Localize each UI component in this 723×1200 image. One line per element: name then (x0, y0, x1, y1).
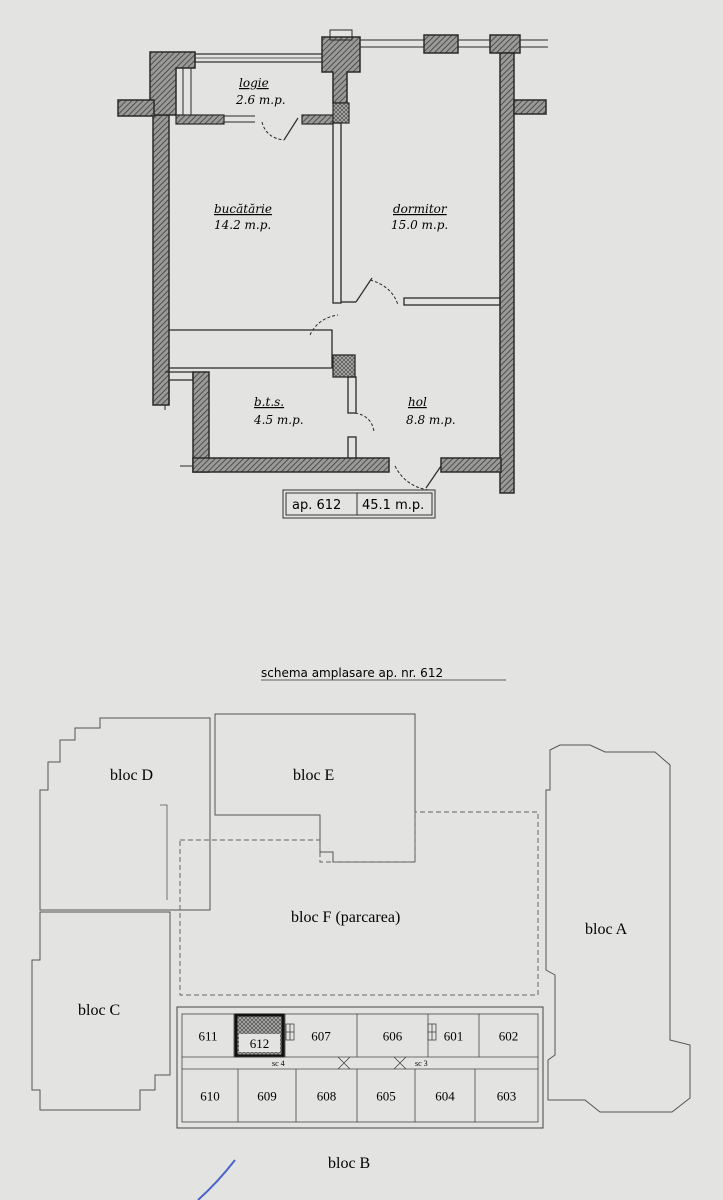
window-top-right-2 (489, 34, 521, 54)
unit-label-604: 604 (435, 1089, 455, 1104)
unit-label-609: 609 (257, 1089, 277, 1104)
wall-logie-bottom-left (175, 114, 225, 125)
door-kitchen (309, 314, 339, 336)
bloc-c-outline (31, 911, 171, 1111)
section-label-sc3: sc 3 (415, 1059, 428, 1068)
wall-bts-left (192, 371, 210, 473)
wall-bottom (192, 457, 390, 473)
wall-top-left-corner (149, 51, 196, 116)
wall-right-stub (513, 99, 547, 115)
room-name-bts: b.t.s. (254, 395, 284, 409)
wall-logie-bottom-right (301, 114, 334, 125)
pen-mark (197, 1159, 236, 1200)
wall-top-small (329, 29, 353, 41)
door-entry (394, 465, 429, 491)
bloc-a-label: bloc A (585, 921, 628, 938)
door-logie (261, 121, 285, 141)
column-bts (332, 354, 356, 378)
room-area-dormitor: 15.0 m.p. (391, 218, 448, 232)
bloc-a-outline (545, 744, 691, 1113)
room-name-hol: hol (408, 395, 427, 409)
wall-bts-right (347, 376, 357, 414)
window-top-right-1 (423, 34, 459, 54)
wall-top-middle (321, 36, 361, 104)
unit-label-603: 603 (497, 1089, 517, 1104)
wall-kitchen-bottom (169, 329, 333, 369)
floor-plan: logie 2.6 m.p. bucătărie 14.2 m.p. dormi… (117, 29, 548, 519)
wall-left-stub (117, 99, 155, 117)
unit-label-608: 608 (317, 1089, 337, 1104)
bloc-d-outline (39, 717, 211, 911)
bloc-d-label: bloc D (110, 767, 153, 784)
unit-label-612: 612 (250, 1036, 270, 1051)
door-bts (354, 412, 375, 433)
room-name-dormitor: dormitor (393, 202, 448, 216)
unit-label-606: 606 (383, 1029, 403, 1044)
bloc-e-outline (214, 713, 416, 863)
room-area-logie: 2.6 m.p. (235, 93, 286, 107)
room-area-hol: 8.8 m.p. (406, 413, 456, 427)
bloc-b-label: bloc B (328, 1155, 370, 1172)
room-area-bucatarie: 14.2 m.p. (214, 218, 271, 232)
unit-label-601: 601 (444, 1029, 464, 1044)
column-small (332, 102, 350, 124)
corridor-symbol (337, 1056, 407, 1070)
unit-label-602: 602 (499, 1029, 519, 1044)
unit-label-607: 607 (311, 1029, 331, 1044)
apartment-total-area: 45.1 m.p. (362, 498, 424, 513)
apartment-number: ap. 612 (292, 498, 341, 513)
unit-label-611: 611 (198, 1029, 217, 1044)
bloc-f-outline (179, 811, 539, 996)
bloc-f-label: bloc F (parcarea) (291, 909, 400, 926)
unit-label-610: 610 (200, 1089, 220, 1104)
section-label-sc4: sc 4 (272, 1059, 285, 1068)
wall-dormitor-hol (403, 297, 501, 306)
bloc-e-label: bloc E (293, 767, 334, 784)
schema-title: schema amplasare ap. nr. 612 (261, 666, 443, 680)
wall-bottom-right (440, 457, 502, 473)
apartment-area-box: ap. 612 45.1 m.p. (282, 489, 436, 519)
wall-right (499, 52, 515, 494)
bloc-b: 611 612 607 606 601 602 610 609 608 605 604 603 sc… (176, 1006, 544, 1172)
units-bottom-row: 610 609 608 605 604 603 (200, 1069, 516, 1122)
units-top-row: 611 612 607 606 601 602 (198, 1013, 519, 1058)
door-dormitor (369, 279, 399, 306)
room-area-bts: 4.5 m.p. (253, 413, 304, 427)
bloc-c-label: bloc C (78, 1002, 120, 1019)
unit-label-605: 605 (376, 1089, 396, 1104)
room-name-bucatarie: bucătărie (214, 202, 272, 216)
wall-kitchen-dormitor (332, 122, 342, 304)
room-name-logie: logie (239, 76, 269, 90)
wall-kitchen-left (152, 114, 170, 406)
site-schema: schema amplasare ap. nr. 612 bloc D bloc… (31, 666, 691, 1200)
